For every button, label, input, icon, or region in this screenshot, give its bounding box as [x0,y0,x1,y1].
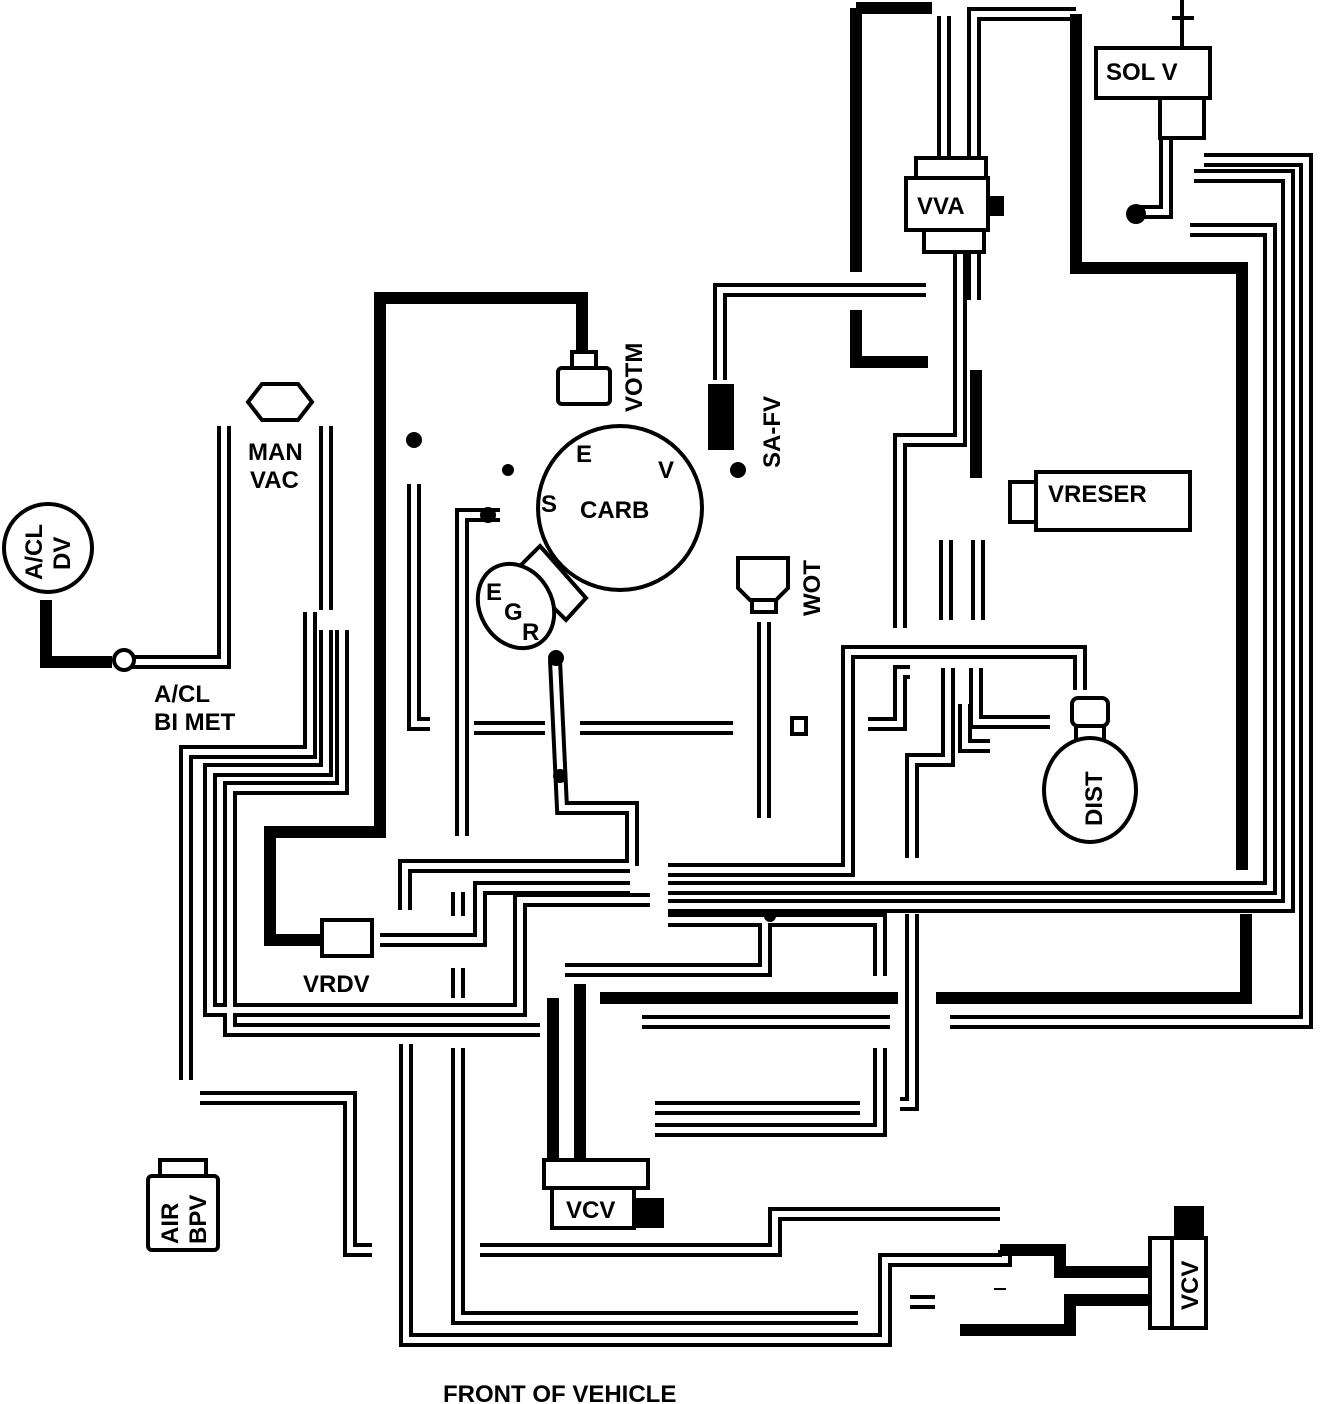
solid-hoses [40,2,1252,1336]
vcv-bottom-label: VCV [566,1197,615,1224]
hose-right-long-3-interior [668,173,1291,909]
air-bpv-label-1: AIR [157,1203,184,1244]
hose-manvac-split-mid-interior [207,630,650,1013]
hose-center-loop-b-interior [565,920,768,973]
hose-solid-vcv-right-2 [960,1294,1150,1336]
acl-dv-label-1: A/CL [21,524,48,580]
hose-center-right-drop-interior [900,914,915,1107]
egr-label-r: R [522,619,539,646]
hose-loop-left-a-interior [402,863,630,910]
hose-solid-acl-dv [40,600,112,668]
acl-dv-label-2: DV [49,537,76,570]
hose-sa-fv-up-interior [717,287,926,380]
connector-dots [406,204,1146,922]
vcv-bottom-valve: VCV [542,1158,664,1230]
dist-label: DIST [1081,771,1108,826]
vcv-right-valve: VCV [1148,1206,1208,1330]
sa-fv-label: SA-FV [759,396,786,468]
hose-carb-tee-left-interior [411,484,430,727]
hose-right-long-4-interior [950,157,1309,1025]
hose-vva-down-interior [897,250,963,628]
sol-v-label: SOL V [1106,59,1178,86]
carb-label: CARB [580,497,649,524]
carb-port-v-label: V [658,457,674,484]
hose-dist-right-interior [973,668,1050,725]
hose-center-loop-a-interior [668,917,883,976]
hose-right-bracket-outline [868,665,910,731]
hose-acl-dv-man-vac-interior [122,426,227,665]
hose-center-loop-e-outline [655,1048,887,1137]
hose-right-long-1-outline [668,645,1087,877]
hose-right-long-1-interior [668,649,1083,873]
vreser-label: VRESER [1048,481,1147,508]
vreser-reservoir: VRESER [1008,470,1192,532]
wot-valve: WOT [736,556,826,616]
hose-sol-v-left-outline [1134,140,1173,219]
votm-label: VOTM [621,343,648,412]
hose-solid-vva-left-lower [850,310,928,368]
hose-bottom-loop-1-interior [403,1044,1008,1343]
vcv-right-label: VCV [1177,1261,1204,1310]
hose-center-loop-e-interior [655,1048,883,1133]
egr-label-g: G [504,599,523,626]
man-vac-label-2: VAC [250,467,299,494]
hose-bottom-loop-3-interior [480,1211,1000,1253]
hose-interiors [122,11,1309,1343]
egr-label-e: E [486,579,502,606]
acl-bimet-label-1: A/CL [154,681,210,708]
hose-manvac-split-right-interior [227,630,540,1033]
distributor: DIST [1042,696,1138,844]
hose-dist-mid-interior [962,704,990,749]
hose-manvac-split-left-interior [183,612,313,1080]
acl-bimet-label-2: BI MET [154,709,236,736]
votm-motor: VOTM [556,343,648,412]
front-of-vehicle-label: FRONT OF VEHICLE [443,1381,676,1404]
hose-egr-down-outline [548,659,639,866]
hose-vva-up-right-interior [971,11,1076,160]
hose-egr-down-interior [552,659,635,866]
hose-vva-up-right-outline [967,7,1076,160]
man-vac-fitting: MAN VAC [245,382,315,494]
hose-acl-dv-man-vac-outline [122,426,231,669]
hose-bottom-loop-2-outline [451,1048,858,1325]
vva-label: VVA [917,193,965,220]
carb-port-s-label: S [541,491,557,518]
hose-right-bracket-interior [868,669,910,727]
egr-valve: E G R [475,543,589,651]
hose-dist-right-outline [969,668,1050,729]
carb-port-e-label: E [576,441,592,468]
wot-label: WOT [799,560,826,616]
acl-bimet-sensor: A/CL BI MET [112,648,236,736]
hose-center-loop-b-outline [565,920,772,977]
hose-right-long-2-interior [668,227,1273,891]
vrdv-valve: VRDV [303,918,374,998]
vva-valve: VVA [904,156,1004,254]
hose-vrdv-right-interior [380,885,630,943]
hose-solid-vcv-right-1 [1000,1244,1150,1278]
acl-dv-valve: A/CL DV [2,502,94,594]
hose-air-bpv-right-interior [200,1095,372,1253]
sa-fv-filter: SA-FV [708,384,786,468]
hose-air-bpv-right-outline [200,1091,372,1257]
man-vac-label-1: MAN [248,439,303,466]
hose-bottom-loop-2-interior [455,1048,858,1321]
hose-solid-right-bottom [936,914,1252,1004]
carburetor: CARB E V S [536,424,704,592]
hose-solid-vrdv-votm [264,292,588,946]
hose-solid-right-main [1070,14,1248,870]
hose-carb-s-down-outline [455,508,500,836]
air-bpv-valve: AIR BPV [146,1158,220,1252]
hose-dist-left-interior [909,668,951,858]
hose-manvac-split-mid-outline [203,630,650,1017]
vrdv-label: VRDV [303,971,370,998]
air-bpv-label-2: BPV [185,1195,212,1244]
sol-v-solenoid: SOL V [1094,0,1212,140]
